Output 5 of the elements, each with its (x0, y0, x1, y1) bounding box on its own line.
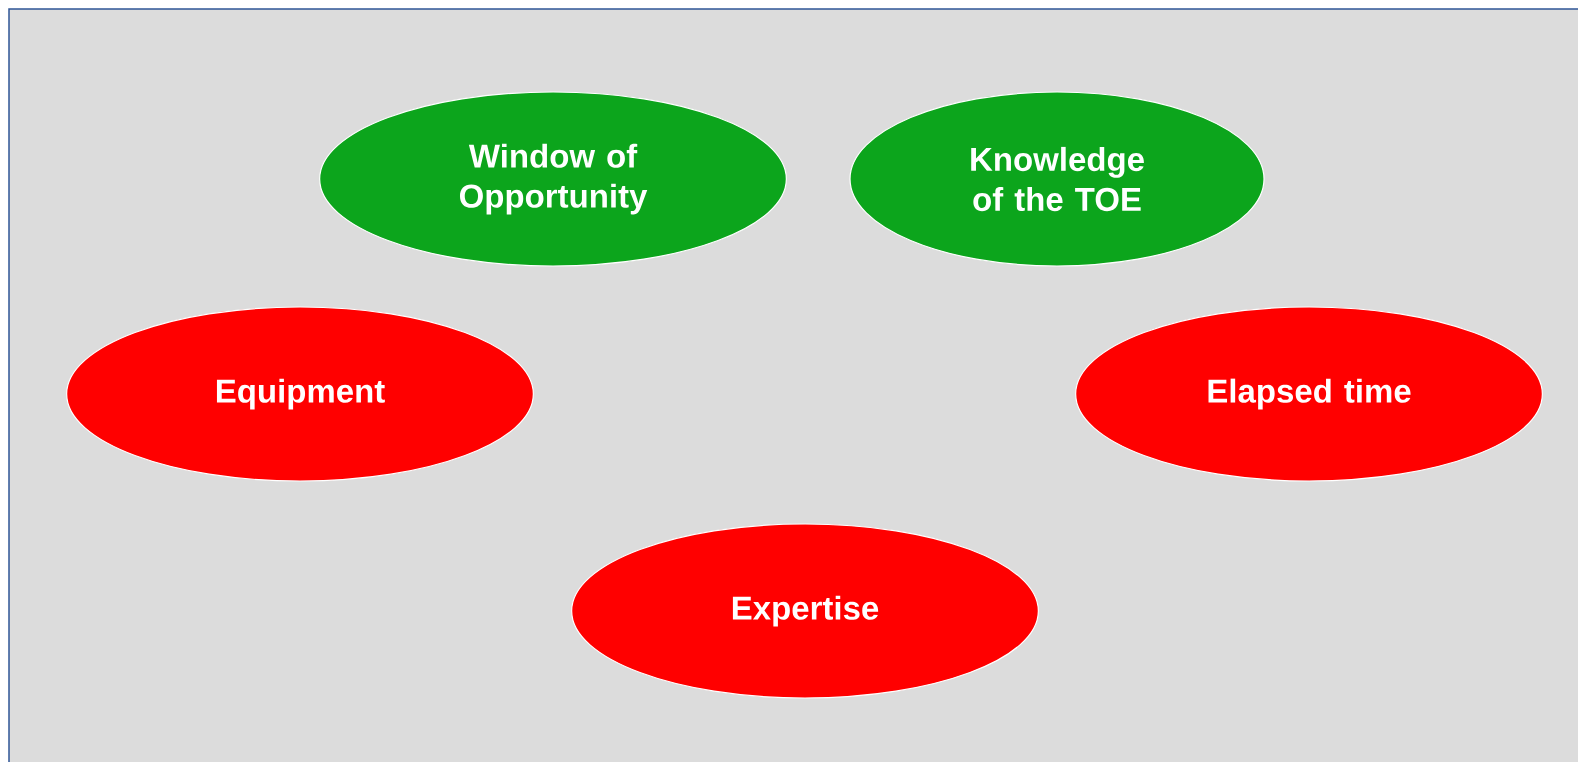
ellipse-node: Window of Opportunity (319, 91, 787, 267)
ellipse-node: Knowledge of the TOE (849, 91, 1265, 267)
ellipse-node: Equipment (66, 306, 534, 482)
ellipse-node: Expertise (571, 523, 1039, 699)
ellipse-node: Elapsed time (1075, 306, 1543, 482)
